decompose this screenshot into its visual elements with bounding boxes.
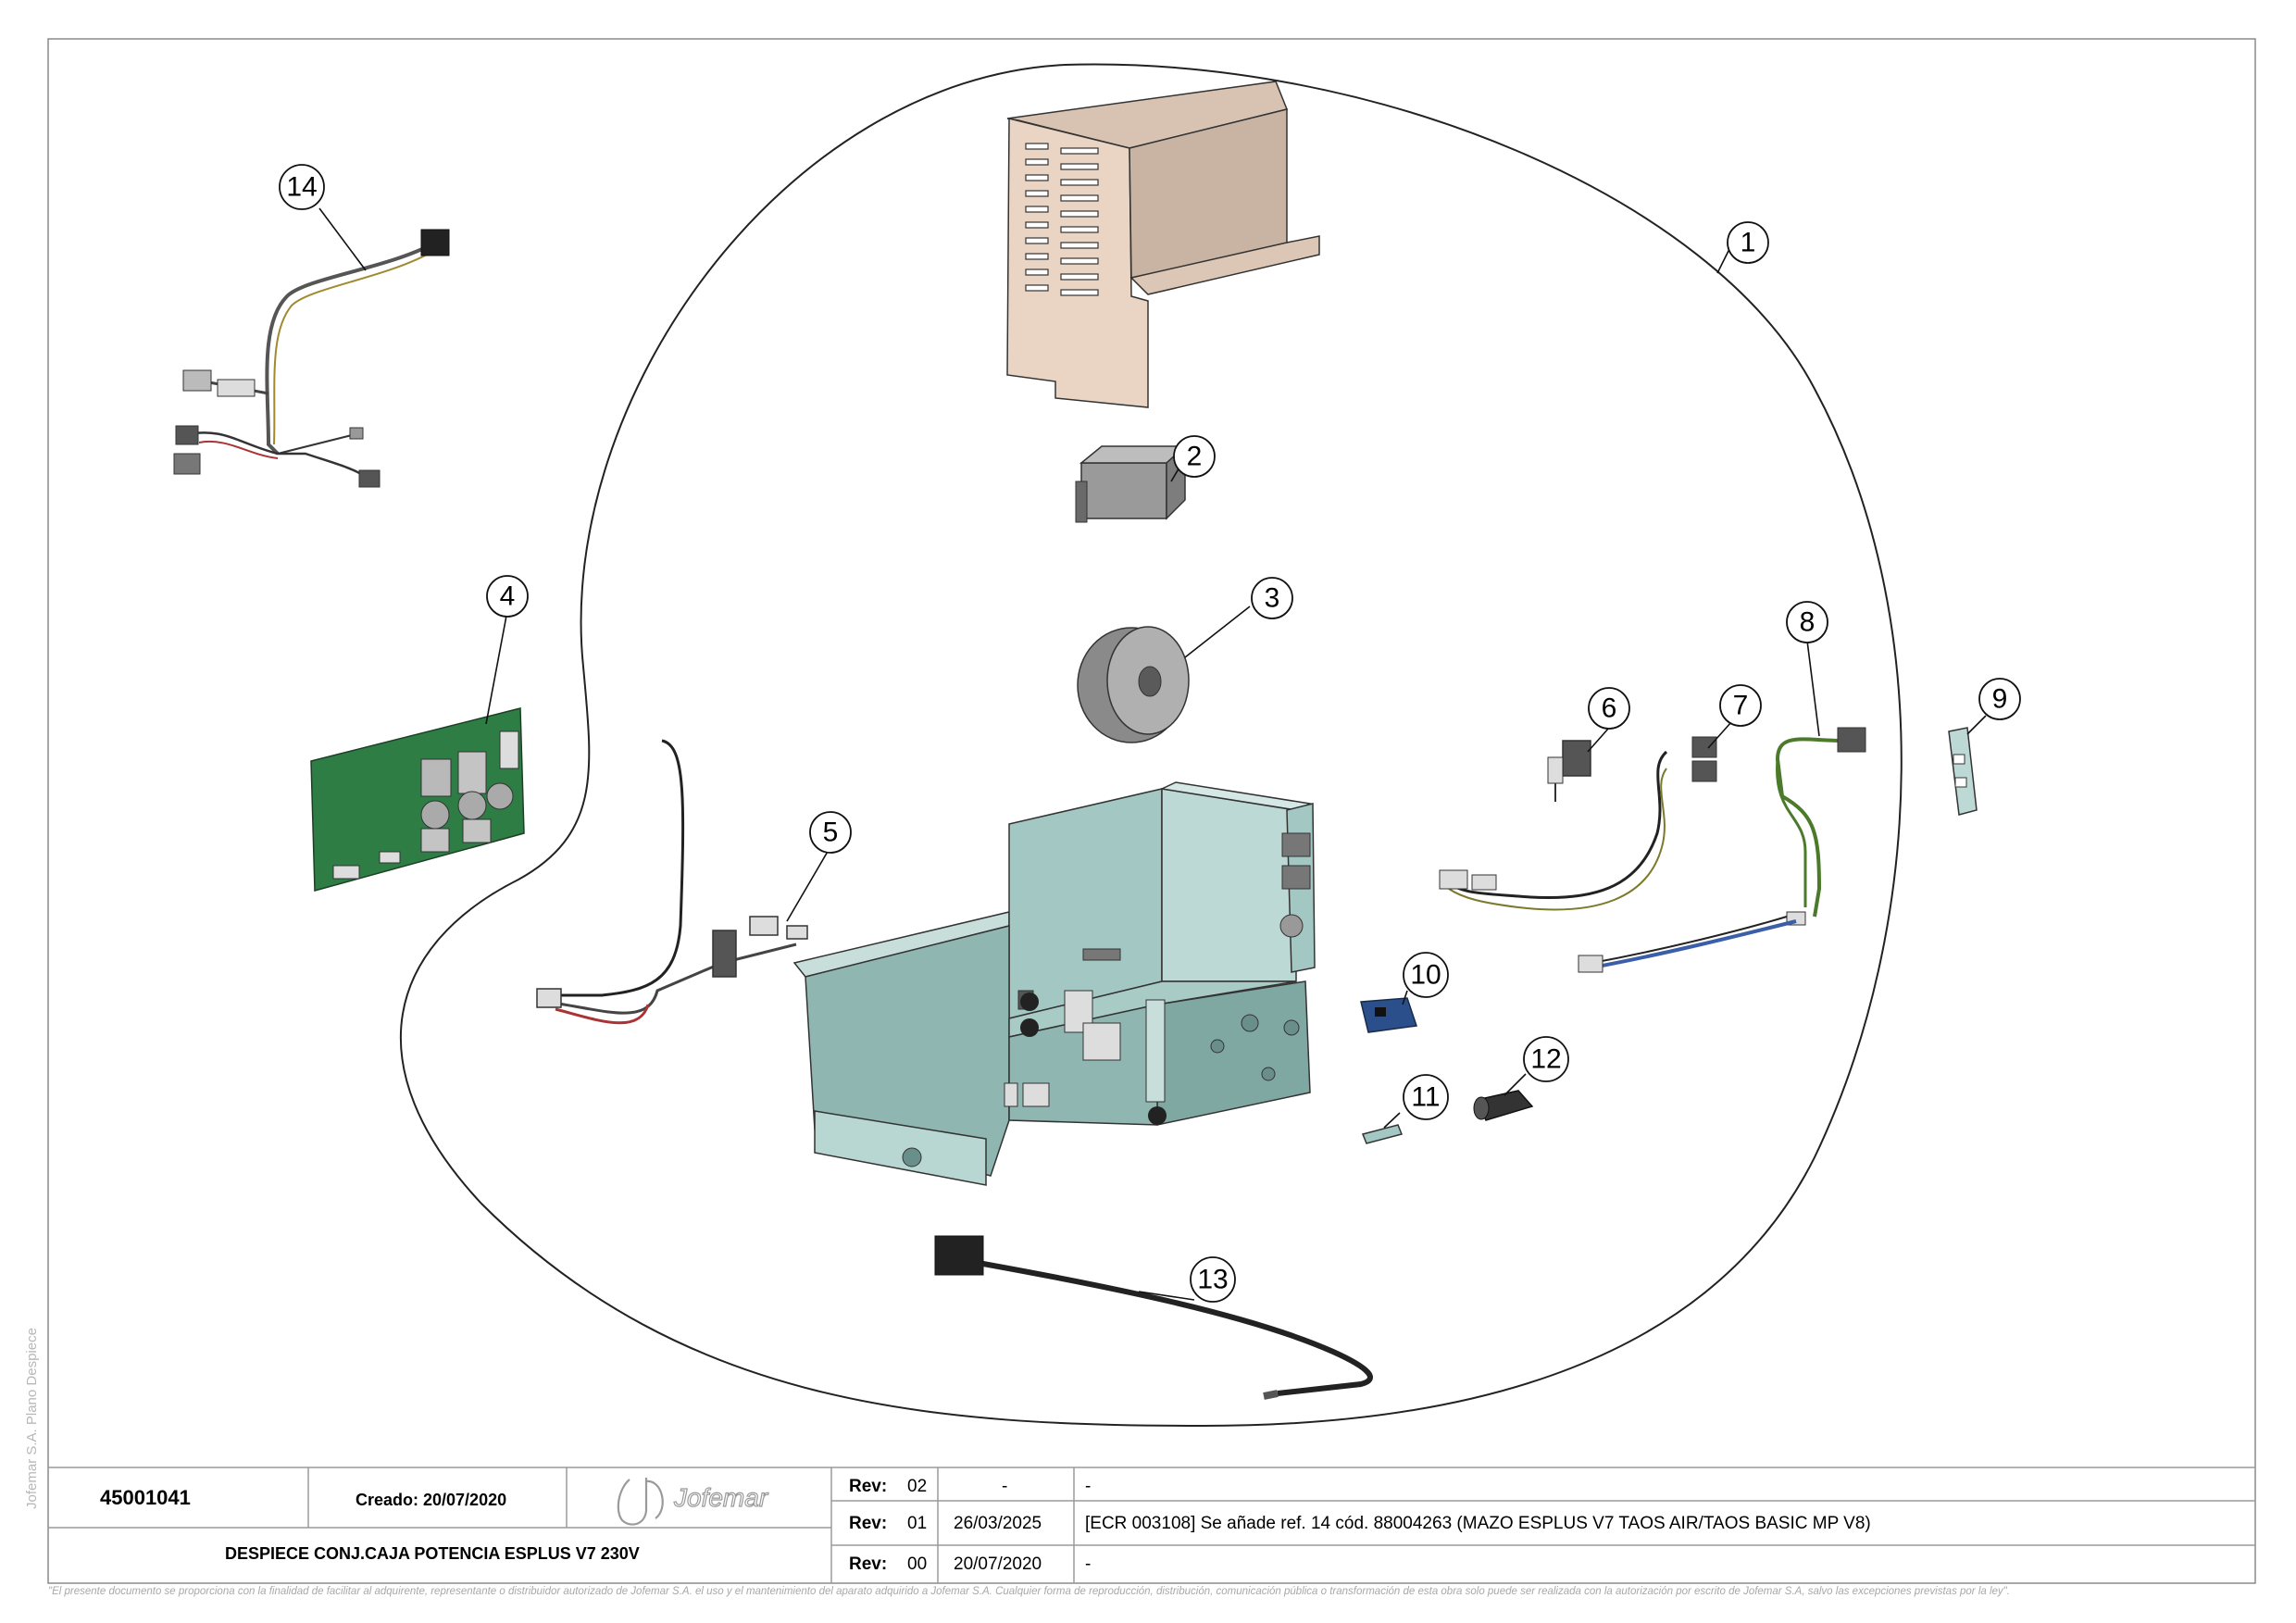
part-fuse-11: [1361, 1124, 1404, 1144]
balloons: [318, 207, 1987, 1301]
svg-text:4: 4: [500, 581, 516, 612]
rev-label-2: Rev:: [849, 1554, 888, 1574]
rev-date-1: 26/03/2025: [954, 1514, 1042, 1533]
rev-date-0: -: [1002, 1477, 1008, 1496]
svg-text:14: 14: [286, 172, 317, 203]
balloon-2: 2: [1173, 435, 1216, 478]
rev-description-0: -: [1085, 1477, 1092, 1496]
balloon-3: 3: [1251, 577, 1293, 619]
svg-text:13: 13: [1197, 1265, 1228, 1295]
part-plate-9: [1948, 727, 1978, 816]
svg-text:12: 12: [1530, 1044, 1561, 1075]
title-block-grid: [48, 1467, 2255, 1583]
assembly-outline: [399, 63, 1903, 1428]
balloon-13: 13: [1190, 1256, 1236, 1303]
part-number: 45001041: [100, 1486, 191, 1509]
balloon-14: 14: [279, 164, 325, 210]
rev-number-0: 02: [907, 1477, 928, 1496]
svg-text:3: 3: [1265, 583, 1280, 614]
svg-text:2: 2: [1187, 442, 1203, 472]
rev-number-1: 01: [907, 1514, 928, 1533]
balloon-9: 9: [1978, 678, 2021, 720]
part-cable-5: [536, 739, 808, 1025]
balloon-7: 7: [1719, 684, 1762, 727]
rev-number-2: 00: [907, 1554, 928, 1574]
part-connector-10: [1360, 997, 1417, 1033]
part-housing-cover: [1006, 81, 1320, 408]
svg-text:5: 5: [823, 818, 839, 848]
svg-text:10: 10: [1410, 960, 1441, 991]
jofemar-logo-icon: [617, 1478, 664, 1526]
balloon-8: 8: [1786, 601, 1828, 643]
balloon-11: 11: [1403, 1074, 1449, 1120]
part-power-cable-13: [934, 1235, 1373, 1400]
rev-date-2: 20/07/2020: [954, 1554, 1042, 1574]
part-harness-14: [173, 229, 450, 488]
svg-text:6: 6: [1602, 693, 1617, 724]
jofemar-logo: Jofemar: [673, 1483, 769, 1512]
drawing-title: DESPIECE CONJ.CAJA POTENCIA ESPLUS V7 23…: [225, 1544, 640, 1563]
part-harness-8: [1578, 727, 1866, 973]
part-harness-7: [1439, 736, 1717, 911]
balloon-12: 12: [1523, 1036, 1569, 1082]
part-chassis: [792, 781, 1316, 1186]
svg-text:7: 7: [1733, 691, 1749, 721]
part-fuse-holder-12: [1473, 1090, 1534, 1121]
part-toroid: [1077, 626, 1190, 743]
rev-description-1: [ECR 003108] Se añade ref. 14 cód. 88004…: [1085, 1514, 1871, 1533]
rev-label-1: Rev:: [849, 1514, 888, 1533]
balloon-10: 10: [1403, 952, 1449, 998]
side-note: Jofemar S.A. Plano Despiece: [24, 1328, 40, 1509]
sheet-border: [47, 38, 2256, 1584]
svg-text:8: 8: [1800, 607, 1816, 638]
created-date: Creado: 20/07/2020: [356, 1491, 507, 1509]
part-connector-6: [1547, 740, 1591, 802]
balloon-5: 5: [809, 811, 852, 854]
svg-text:1: 1: [1741, 228, 1756, 258]
balloon-4: 4: [486, 575, 529, 618]
svg-text:9: 9: [1992, 684, 2008, 715]
rev-description-2: -: [1085, 1554, 1092, 1574]
part-pcb: [310, 707, 525, 892]
balloon-6: 6: [1588, 687, 1630, 730]
legal-disclaimer: "El presente documento se proporciona co…: [48, 1586, 2010, 1597]
rev-label-0: Rev:: [849, 1477, 888, 1496]
part-transformer-block: [1075, 444, 1187, 523]
balloon-1: 1: [1727, 221, 1769, 264]
svg-text:11: 11: [1411, 1082, 1440, 1113]
